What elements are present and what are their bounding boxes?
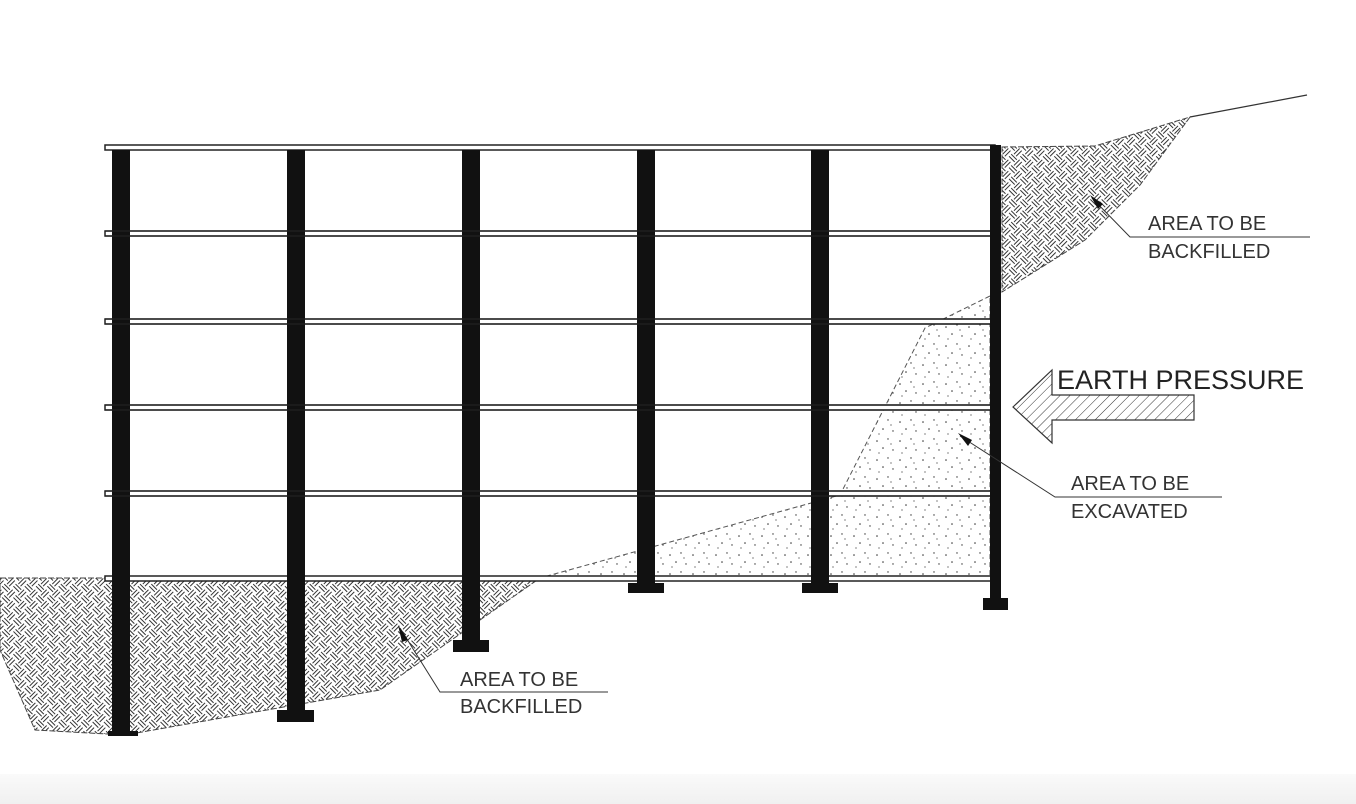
- beam: [104, 318, 996, 325]
- label-line1: AREA TO BE: [1071, 473, 1189, 495]
- column-footing: [983, 598, 1008, 610]
- column: [811, 150, 829, 585]
- beam: [104, 575, 996, 582]
- label-line2: BACKFILLED: [460, 696, 582, 718]
- ground-line: [1189, 94, 1308, 118]
- column: [287, 150, 305, 712]
- beam: [104, 490, 996, 497]
- label-line2: EXCAVATED: [1071, 501, 1188, 523]
- column-footing: [802, 583, 838, 593]
- column: [637, 150, 655, 585]
- label-line1: AREA TO BE: [1148, 213, 1266, 235]
- column-footing: [277, 710, 314, 722]
- label-backfill-bottom: AREA TO BE BACKFILLED: [398, 625, 608, 718]
- beam: [104, 144, 996, 151]
- beam: [104, 404, 996, 411]
- columns: [108, 145, 1008, 736]
- label-excavate: AREA TO BE EXCAVATED: [958, 433, 1222, 523]
- beam: [104, 230, 996, 237]
- column: [990, 145, 1001, 600]
- column-footing: [628, 583, 664, 593]
- column: [462, 150, 480, 642]
- earth-pressure-arrow-icon: [1012, 368, 1195, 445]
- earth-pressure-label: EARTH PRESSURE: [1057, 365, 1304, 395]
- column-footing: [108, 731, 138, 736]
- excavation-area: [539, 295, 991, 579]
- bottom-band: [0, 774, 1356, 804]
- label-line2: BACKFILLED: [1148, 241, 1270, 263]
- label-backfill-top: AREA TO BE BACKFILLED: [1090, 195, 1310, 263]
- backfill-area-bottom: [0, 577, 542, 736]
- column: [112, 150, 130, 735]
- column-footing: [453, 640, 489, 652]
- label-line1: AREA TO BE: [460, 669, 578, 691]
